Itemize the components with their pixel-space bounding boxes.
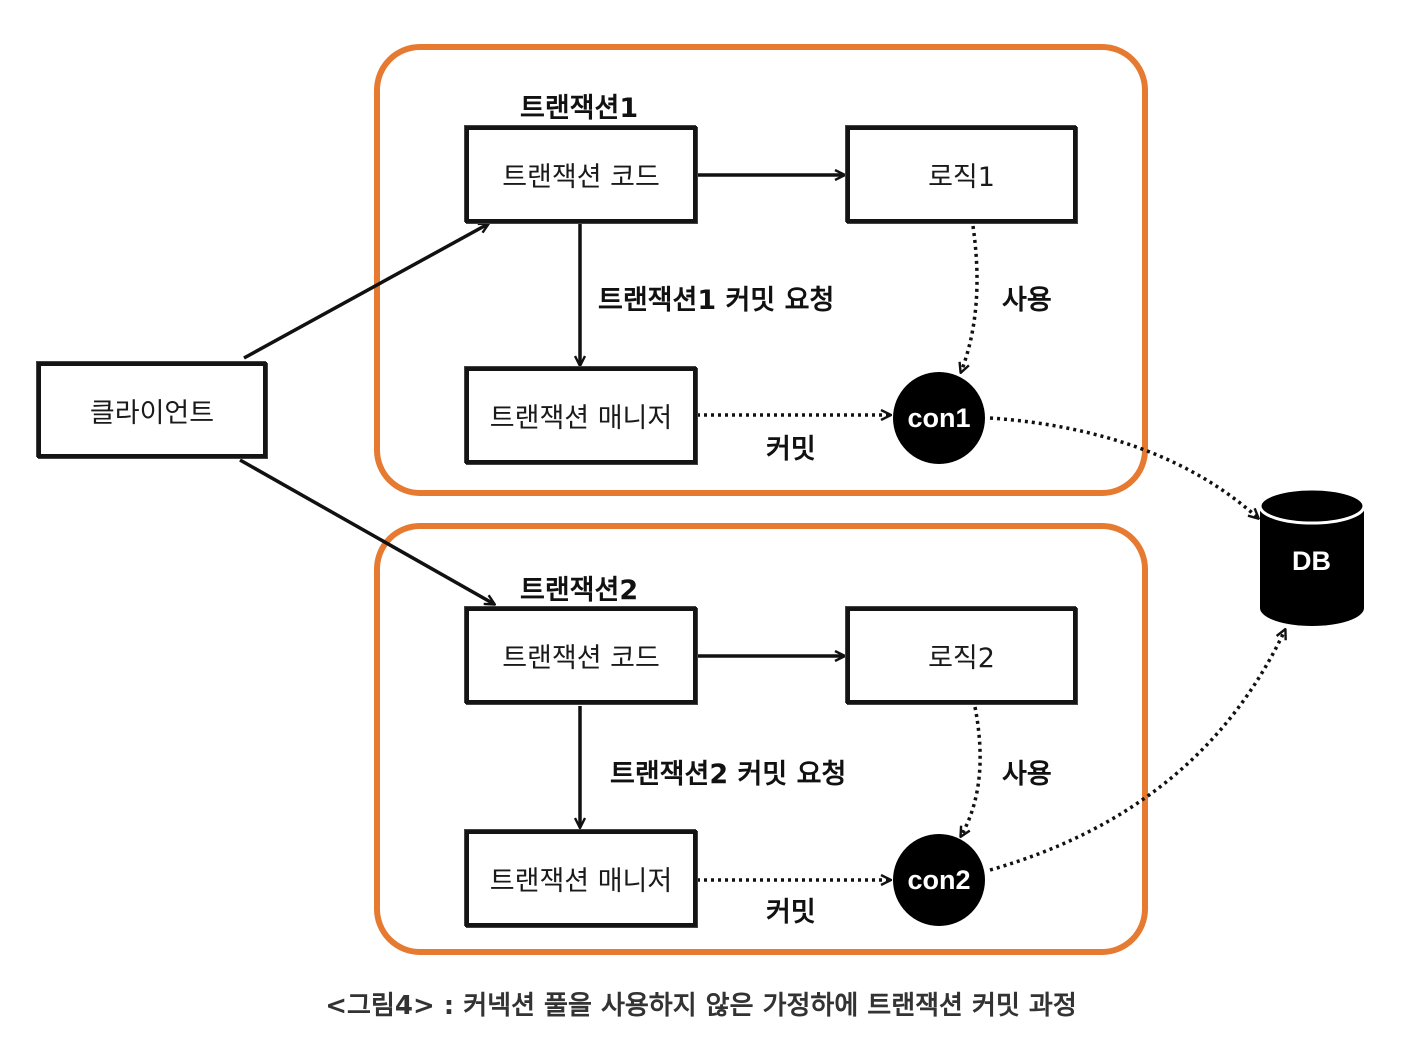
transaction1-code-box: 트랜잭션 코드	[465, 126, 697, 223]
figure-caption: <그림4> : 커넥션 풀을 사용하지 않은 가정하에 트랜잭션 커밋 과정	[325, 991, 1077, 1021]
con1-to-db-dotted	[989, 416, 1258, 518]
transaction1-group	[374, 44, 1148, 496]
commit2-label: 커밋	[766, 897, 816, 928]
client-to-tx2-arrow	[239, 458, 494, 604]
client-box: 클라이언트	[37, 362, 267, 458]
commit1-label: 커밋	[766, 434, 816, 465]
transaction1-title: 트랜잭션1	[520, 93, 639, 124]
use2-label: 사용	[1002, 759, 1052, 790]
logic1-box: 로직1	[846, 126, 1077, 223]
logic2-box: 로직2	[846, 607, 1077, 704]
logic1-to-con1-dotted	[961, 225, 979, 372]
transaction2-group	[374, 523, 1148, 955]
client-to-tx1-arrow	[243, 224, 488, 360]
transaction2-commit-request-label: 트랜잭션2 커밋 요청	[610, 759, 847, 790]
con2-node: con2	[893, 834, 985, 926]
use1-label: 사용	[1002, 285, 1052, 316]
db-cylinder-icon	[1258, 487, 1366, 626]
con2-to-db-dotted	[989, 630, 1285, 872]
logic2-to-con2-dotted	[961, 706, 982, 836]
db-label: DB	[1292, 546, 1331, 576]
transaction2-manager-box: 트랜잭션 매니저	[465, 830, 697, 927]
transaction2-title: 트랜잭션2	[520, 575, 639, 606]
con1-node: con1	[893, 372, 985, 464]
transaction1-manager-box: 트랜잭션 매니저	[465, 367, 697, 464]
transaction1-commit-request-label: 트랜잭션1 커밋 요청	[598, 285, 835, 316]
transaction2-code-box: 트랜잭션 코드	[465, 607, 697, 704]
